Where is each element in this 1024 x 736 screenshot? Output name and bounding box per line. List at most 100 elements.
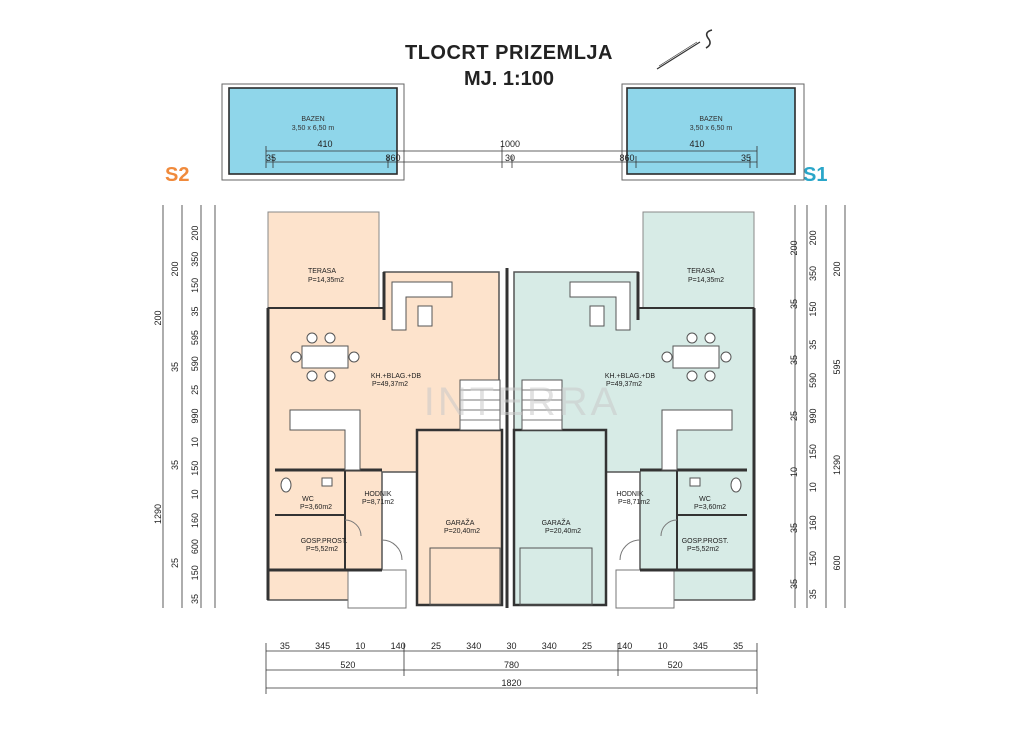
right-dims-c2-8: 160 — [808, 515, 818, 530]
room-s1-hodnik-name: HODNIK — [616, 491, 644, 498]
right-dims-c2-0: 200 — [808, 230, 818, 245]
right-dims-c2-10: 35 — [808, 589, 818, 599]
bottom-dim-row2-2: 520 — [668, 660, 683, 670]
dim-top-1000: 1000 — [500, 139, 520, 149]
bottom-dim-row1-2: 10 — [355, 641, 365, 651]
right-dims-c3-2: 1290 — [832, 455, 842, 475]
plan-scale: MJ. 1:100 — [463, 68, 555, 90]
left-dims-c1-13: 150 — [190, 565, 200, 580]
right-dims-c2-3: 35 — [808, 340, 818, 350]
left-dims-c1-14: 35 — [190, 594, 200, 604]
pool-left-name: BAZEN — [301, 116, 324, 123]
bottom-dim-row1-3: 140 — [391, 641, 406, 651]
bottom-dim-row1-6: 30 — [506, 641, 516, 651]
room-s1-garaza-name: GARAŽA — [542, 518, 571, 527]
bottom-dim-row1-7: 340 — [542, 641, 557, 651]
pool-left: BAZEN 3,50 x 6,50 m — [221, 83, 405, 181]
room-s2-wc-name: WC — [302, 496, 314, 503]
room-s2-gosp-area: P=5,52m2 — [306, 546, 338, 553]
unit-s1-floorplan — [505, 211, 756, 609]
left-dims-c3-2: 35 — [170, 460, 180, 470]
side-dimension-lines — [162, 205, 846, 608]
right-dims-c1-2: 35 — [789, 355, 799, 365]
left-dims-c1-11: 160 — [190, 513, 200, 528]
room-s1-kuhinja-area: P=49,37m2 — [606, 381, 642, 388]
right-dims-c3-0: 200 — [832, 261, 842, 276]
right-dims-c1-4: 10 — [789, 467, 799, 477]
north-arrow-icon — [656, 29, 713, 70]
right-dims-c2-6: 150 — [808, 444, 818, 459]
pool-right-size: 3,50 x 6,50 m — [690, 125, 733, 132]
pool-right-name: BAZEN — [699, 116, 722, 123]
unit-s2-floorplan — [266, 211, 504, 609]
left-dims-c2-1: 1290 — [153, 504, 163, 524]
room-s1-kuhinja-name: KH.+BLAG.+DB — [605, 373, 656, 380]
room-s2-garaza-area: P=20,40m2 — [444, 528, 480, 535]
room-s2-hodnik-name: HODNIK — [364, 491, 392, 498]
bottom-dim-row2-0: 520 — [340, 660, 355, 670]
room-s2-terasa-name: TERASA — [308, 268, 336, 275]
room-s2-wc-area: P=3,60m2 — [300, 504, 332, 511]
right-dims-c1-3: 25 — [789, 411, 799, 421]
left-dims-c1-7: 990 — [190, 408, 200, 423]
dim-top-860b: 860 — [619, 153, 634, 163]
left-dims-c3-1: 35 — [170, 362, 180, 372]
left-dims-c1-10: 10 — [190, 489, 200, 499]
dim-top-35b: 35 — [741, 153, 751, 163]
room-s1-terasa-area: P=14,35m2 — [688, 277, 724, 284]
room-s1-wc-name: WC — [699, 496, 711, 503]
bottom-dim-row1-11: 345 — [693, 641, 708, 651]
room-s2-kuhinja-area: P=49,37m2 — [372, 381, 408, 388]
right-dims-c1-1: 35 — [789, 299, 799, 309]
left-dims-c1-2: 150 — [190, 278, 200, 293]
left-dims-c1-6: 25 — [190, 385, 200, 395]
bottom-dim-row1-1: 345 — [315, 641, 330, 651]
right-dimension-labels: 200 35 35 25 10 35 35 200 350 150 35 590 990 150 10 160… — [789, 230, 842, 599]
room-s2-terasa-area: P=14,35m2 — [308, 277, 344, 284]
right-dims-c3-3: 600 — [832, 555, 842, 570]
left-dims-c1-0: 200 — [190, 226, 200, 241]
room-s2-garaza-name: GARAŽA — [446, 518, 475, 527]
left-dims-c1-1: 350 — [190, 252, 200, 267]
bottom-dim-row1-9: 140 — [617, 641, 632, 651]
right-dims-c3-1: 595 — [832, 359, 842, 374]
left-dimension-labels: 2003501503559559025990101501016060015035… — [153, 226, 200, 604]
left-dims-c3-3: 25 — [170, 558, 180, 568]
left-dims-c1-9: 150 — [190, 461, 200, 476]
right-dims-c1-0: 200 — [789, 240, 799, 255]
pool-right: BAZEN 3,50 x 6,50 m — [621, 83, 805, 181]
pool-left-size: 3,50 x 6,50 m — [292, 125, 335, 132]
room-s1-terasa-name: TERASA — [687, 268, 715, 275]
bottom-dim-row3-0: 1820 — [501, 678, 521, 688]
top-dimension-lines — [265, 146, 758, 168]
unit-label-s2: S2 — [165, 164, 190, 186]
right-dims-c2-1: 350 — [808, 266, 818, 281]
bottom-dim-row1-12: 35 — [733, 641, 743, 651]
plan-title: TLOCRT PRIZEMLJA — [405, 42, 613, 64]
bottom-dim-row1-10: 10 — [658, 641, 668, 651]
dim-top-410b: 410 — [689, 139, 704, 149]
room-s1-garaza-area: P=20,40m2 — [545, 528, 581, 535]
right-dims-c2-5: 990 — [808, 408, 818, 423]
right-dims-c1-6: 35 — [789, 579, 799, 589]
right-dims-c2-2: 150 — [808, 302, 818, 317]
unit-label-s1: S1 — [803, 164, 828, 186]
dim-top-860a: 860 — [385, 153, 400, 163]
left-dims-c3-0: 200 — [170, 261, 180, 276]
room-s1-wc-area: P=3,60m2 — [694, 504, 726, 511]
bottom-dim-row1-5: 340 — [466, 641, 481, 651]
left-dims-c2-0: 200 — [153, 310, 163, 325]
room-s1-hodnik-area: P=8,71m2 — [618, 499, 650, 506]
right-dims-c2-9: 150 — [808, 551, 818, 566]
left-dims-c1-8: 10 — [190, 437, 200, 447]
bottom-dim-row1-8: 25 — [582, 641, 592, 651]
left-dims-c1-5: 590 — [190, 356, 200, 371]
bottom-dim-row1-0: 35 — [280, 641, 290, 651]
right-dims-c2-4: 590 — [808, 373, 818, 388]
right-dims-c2-7: 10 — [808, 482, 818, 492]
right-dims-c1-5: 35 — [789, 523, 799, 533]
dim-top-410a: 410 — [317, 139, 332, 149]
bottom-dim-row1-4: 25 — [431, 641, 441, 651]
